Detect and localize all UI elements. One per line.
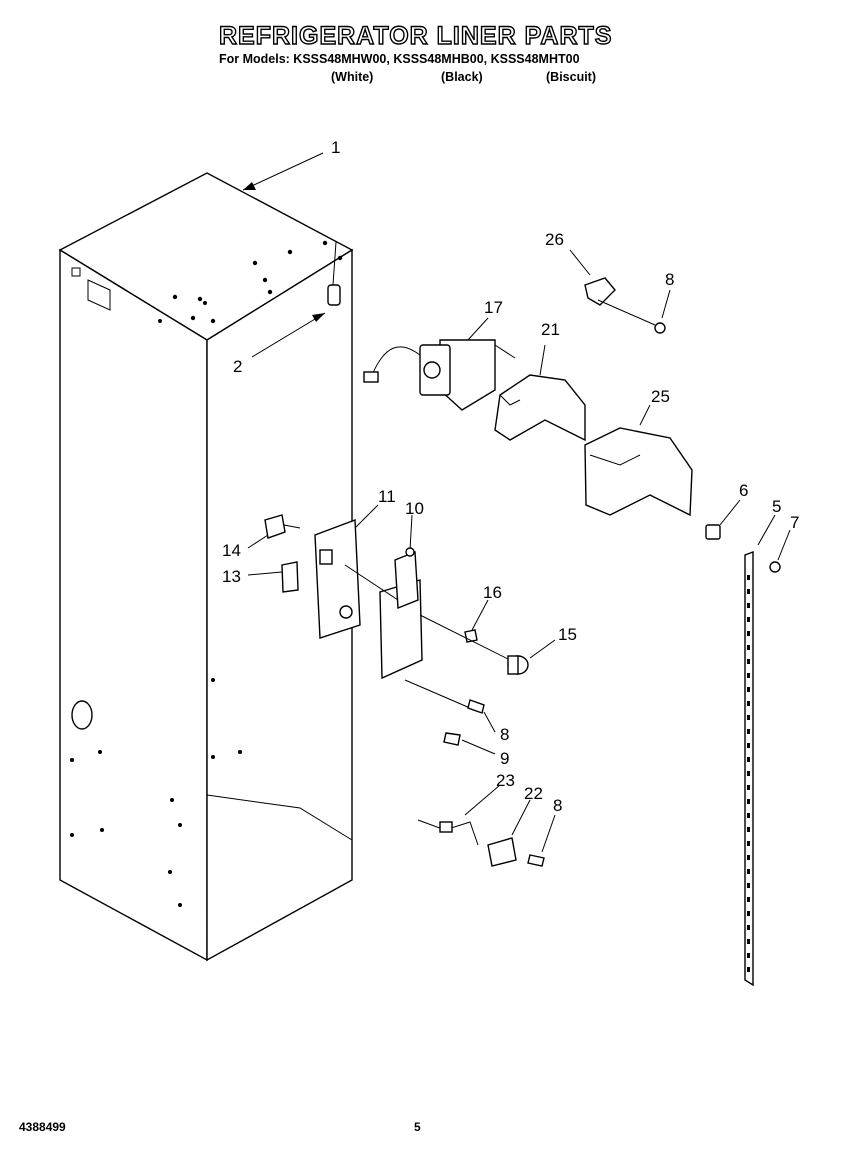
label-7: 7 [790,513,799,532]
rail-slot [747,925,750,930]
rail-slot [747,729,750,734]
color-biscuit: (Biscuit) [546,70,596,84]
label-5: 5 [772,497,781,516]
label-11: 11 [378,487,396,506]
color-black: (Black) [441,70,483,84]
part-21-duct [494,374,586,442]
document-number: 4388499 [19,1120,66,1134]
rail-slot [747,743,750,748]
label-8-bottom: 8 [553,796,562,815]
liner-cabinet [58,172,354,962]
rail-slot [747,813,750,818]
label-26: 26 [545,230,564,249]
label-6: 6 [739,481,748,500]
label-14: 14 [222,541,241,560]
rail-slot [747,645,750,650]
label-16: 16 [483,583,502,602]
rail-slot [747,869,750,874]
rail-slot [747,631,750,636]
screw-8-middle [467,699,485,714]
part-16-clip [419,614,511,661]
part-10-bracket [344,547,471,709]
rail-slot [747,603,750,608]
page-title: REFRIGERATOR LINER PARTS [218,21,613,50]
part-9-fastener [443,732,461,746]
label-17: 17 [484,298,503,317]
part-number-labels: 1 2 26 8 17 21 25 6 5 7 11 10 14 13 16 1… [222,138,799,815]
rail-assembly [705,524,781,987]
part-26-bracket [584,277,656,326]
rail-slot [747,659,750,664]
rail-slot [747,953,750,958]
models-line: For Models: KSSS48MHW00, KSSS48MHB00, KS… [219,52,580,66]
rail-slots [747,575,750,972]
part-14-knob [264,514,301,539]
label-10: 10 [405,499,424,518]
rail-slot [747,701,750,706]
rail-slot [747,575,750,580]
label-21: 21 [541,320,560,339]
label-8-middle: 8 [500,725,509,744]
label-8-top: 8 [665,270,674,289]
rail-slot [747,673,750,678]
rail-slot [747,799,750,804]
rail-slot [747,757,750,762]
part-11-plate [314,519,361,639]
rail-slot [747,617,750,622]
label-23: 23 [496,771,515,790]
page-number: 5 [414,1120,421,1134]
part-15-plug [507,655,529,675]
rail-slot [747,715,750,720]
part-25-cover [584,427,693,517]
label-2: 2 [233,357,242,376]
leader-lines [242,152,791,853]
rail-slot [747,855,750,860]
part-13-pad [281,561,299,593]
label-1: 1 [331,138,340,157]
rail-slot [747,883,750,888]
screw-8-top [654,322,666,334]
label-22: 22 [524,784,543,803]
color-white: (White) [331,70,374,84]
label-25: 25 [651,387,670,406]
rail-slot [747,785,750,790]
rail-slot [747,687,750,692]
rail-slot [747,939,750,944]
rail-slot [747,771,750,776]
label-9: 9 [500,749,509,768]
part-22-switch [487,837,517,867]
part-17-damper [363,339,516,411]
rail-slot [747,841,750,846]
rail-slot [747,911,750,916]
screw-8-bottom [527,854,545,867]
part-23-harness [417,819,479,846]
label-15: 15 [558,625,577,644]
rail-slot [747,897,750,902]
label-13: 13 [222,567,241,586]
rail-slot [747,827,750,832]
rail-slot [747,589,750,594]
rail-slot [747,967,750,972]
